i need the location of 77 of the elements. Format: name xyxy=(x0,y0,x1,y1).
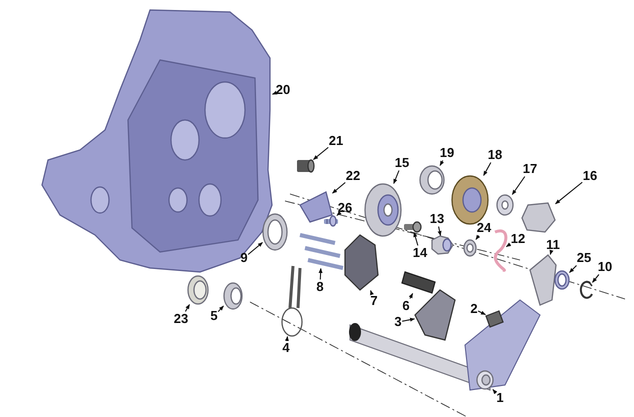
washer xyxy=(496,194,514,216)
leader-line xyxy=(336,210,342,216)
callout-number: 15 xyxy=(394,156,410,170)
leader-line xyxy=(408,293,414,299)
gearbox-case-drawing xyxy=(41,9,273,273)
leader-line xyxy=(272,90,278,95)
callout-number: 7 xyxy=(370,294,378,308)
hex-nut xyxy=(521,202,556,233)
leader-line xyxy=(318,268,323,280)
bolt xyxy=(404,221,422,233)
roller xyxy=(485,310,504,328)
leader-line xyxy=(284,336,289,342)
callout-number: 20 xyxy=(276,83,290,97)
leader-line xyxy=(483,162,492,176)
oil-seal xyxy=(262,213,288,251)
callout-number: 10 xyxy=(598,260,612,274)
callout-number: 26 xyxy=(338,201,352,215)
callout-number: 19 xyxy=(440,146,454,160)
callout-number: 5 xyxy=(210,309,218,323)
circlip xyxy=(580,280,593,299)
leader-line xyxy=(413,232,418,246)
leader-line xyxy=(332,182,346,194)
leader-line xyxy=(475,234,480,240)
leader-line xyxy=(492,389,498,394)
pin xyxy=(324,215,338,227)
shaft-end-boss xyxy=(476,370,494,390)
callout-number: 12 xyxy=(510,232,526,246)
bearing xyxy=(364,183,402,237)
bushing xyxy=(223,282,243,310)
leader-line xyxy=(312,146,329,160)
pin-set-drawing xyxy=(300,233,344,270)
dowel-pin xyxy=(297,159,315,173)
callout-number: 22 xyxy=(346,169,360,183)
callout-number: 11 xyxy=(546,238,560,252)
pawl-plate xyxy=(414,289,456,341)
callout-number: 2 xyxy=(470,302,478,316)
shift-cam xyxy=(344,234,379,291)
torsion-spring xyxy=(281,264,303,337)
leader-line xyxy=(184,304,190,312)
lever xyxy=(529,254,557,306)
leader-line xyxy=(402,318,415,322)
callout-number: 17 xyxy=(522,162,538,176)
leader-line xyxy=(550,250,554,255)
callout-number: 4 xyxy=(282,341,290,355)
washer xyxy=(463,239,477,257)
callout-number: 25 xyxy=(576,251,592,265)
washer xyxy=(554,270,570,290)
bushing xyxy=(187,275,209,305)
bushing xyxy=(419,165,445,195)
bolt xyxy=(401,271,436,294)
callout-number: 16 xyxy=(582,169,598,183)
callout-number: 18 xyxy=(488,148,502,162)
callout-number: 1 xyxy=(496,391,504,405)
spring xyxy=(494,229,508,272)
collar-bolt xyxy=(431,235,454,255)
callout-number: 9 xyxy=(240,251,248,265)
callout-number: 13 xyxy=(430,212,444,226)
leader-line xyxy=(569,265,577,273)
callout-number: 23 xyxy=(174,312,188,326)
leader-line xyxy=(248,242,263,256)
leader-line xyxy=(478,310,486,316)
leader-line xyxy=(555,182,583,204)
leader-line xyxy=(506,242,512,248)
callout-number: 14 xyxy=(412,246,428,260)
callout-number: 6 xyxy=(402,299,410,313)
callout-number: 8 xyxy=(316,280,324,294)
callout-number: 21 xyxy=(328,134,344,148)
bracket-plate xyxy=(299,191,333,223)
leader-line xyxy=(370,290,374,296)
callout-number: 24 xyxy=(476,221,492,235)
leader-line xyxy=(512,176,526,195)
leader-line xyxy=(592,274,600,283)
leader-line xyxy=(218,306,224,312)
leader-line xyxy=(393,170,400,184)
callout-number: 3 xyxy=(394,315,402,329)
leader-line xyxy=(440,160,444,166)
leader-line xyxy=(438,226,442,236)
